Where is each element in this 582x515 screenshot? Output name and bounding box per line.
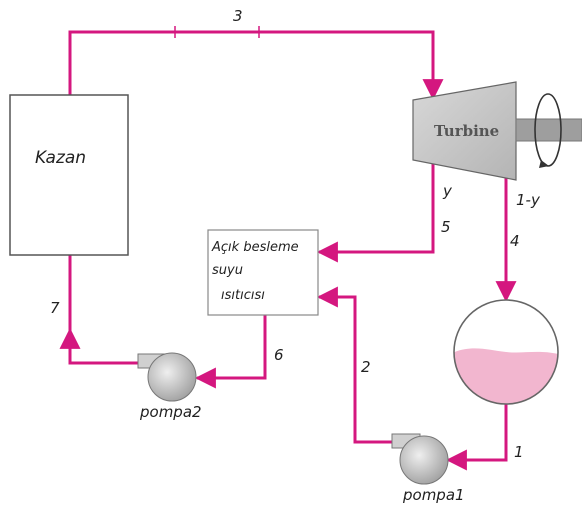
pump2-icon bbox=[147, 352, 197, 402]
pipe-6 bbox=[194, 315, 267, 389]
boiler: Kazan bbox=[9, 94, 129, 256]
turbine-shaft bbox=[515, 118, 582, 142]
condenser bbox=[453, 299, 559, 405]
pipe-1 bbox=[445, 403, 508, 471]
state-1-label: 1 bbox=[514, 443, 524, 461]
pump1: pompa1 bbox=[391, 433, 465, 504]
pipes bbox=[59, 26, 517, 471]
fraction-y-label: y bbox=[442, 182, 453, 200]
pipe-3 bbox=[68, 30, 444, 101]
state-5-label: 5 bbox=[441, 218, 451, 236]
heater-label-line1: Açık besleme bbox=[211, 240, 299, 255]
pump2: pompa2 bbox=[137, 352, 202, 421]
heater-label-line3: ısıtıcısı bbox=[221, 288, 265, 303]
boiler-label: Kazan bbox=[35, 148, 86, 168]
fraction-1-y-label: 1-y bbox=[516, 191, 541, 209]
pipe-5 bbox=[316, 160, 435, 263]
pipe-2 bbox=[316, 286, 396, 444]
state-6-label: 6 bbox=[274, 346, 284, 364]
state-3-label: 3 bbox=[233, 7, 243, 25]
state-2-label: 2 bbox=[361, 358, 371, 376]
heater-label-line2: suyu bbox=[212, 263, 243, 278]
turbine: Turbine bbox=[412, 81, 582, 181]
turbine-label: Turbine bbox=[434, 122, 499, 140]
pump2-label: pompa2 bbox=[139, 403, 202, 421]
feedwater-heater: Açık besleme suyu ısıtıcısı bbox=[207, 229, 319, 316]
state-7-label: 7 bbox=[50, 299, 60, 317]
pump1-label: pompa1 bbox=[402, 486, 465, 504]
pipe-7 bbox=[59, 327, 143, 365]
pump1-icon bbox=[399, 435, 449, 485]
state-4-label: 4 bbox=[510, 232, 520, 250]
state-labels: 3 y 1-y 5 4 7 6 2 1 bbox=[50, 7, 541, 461]
